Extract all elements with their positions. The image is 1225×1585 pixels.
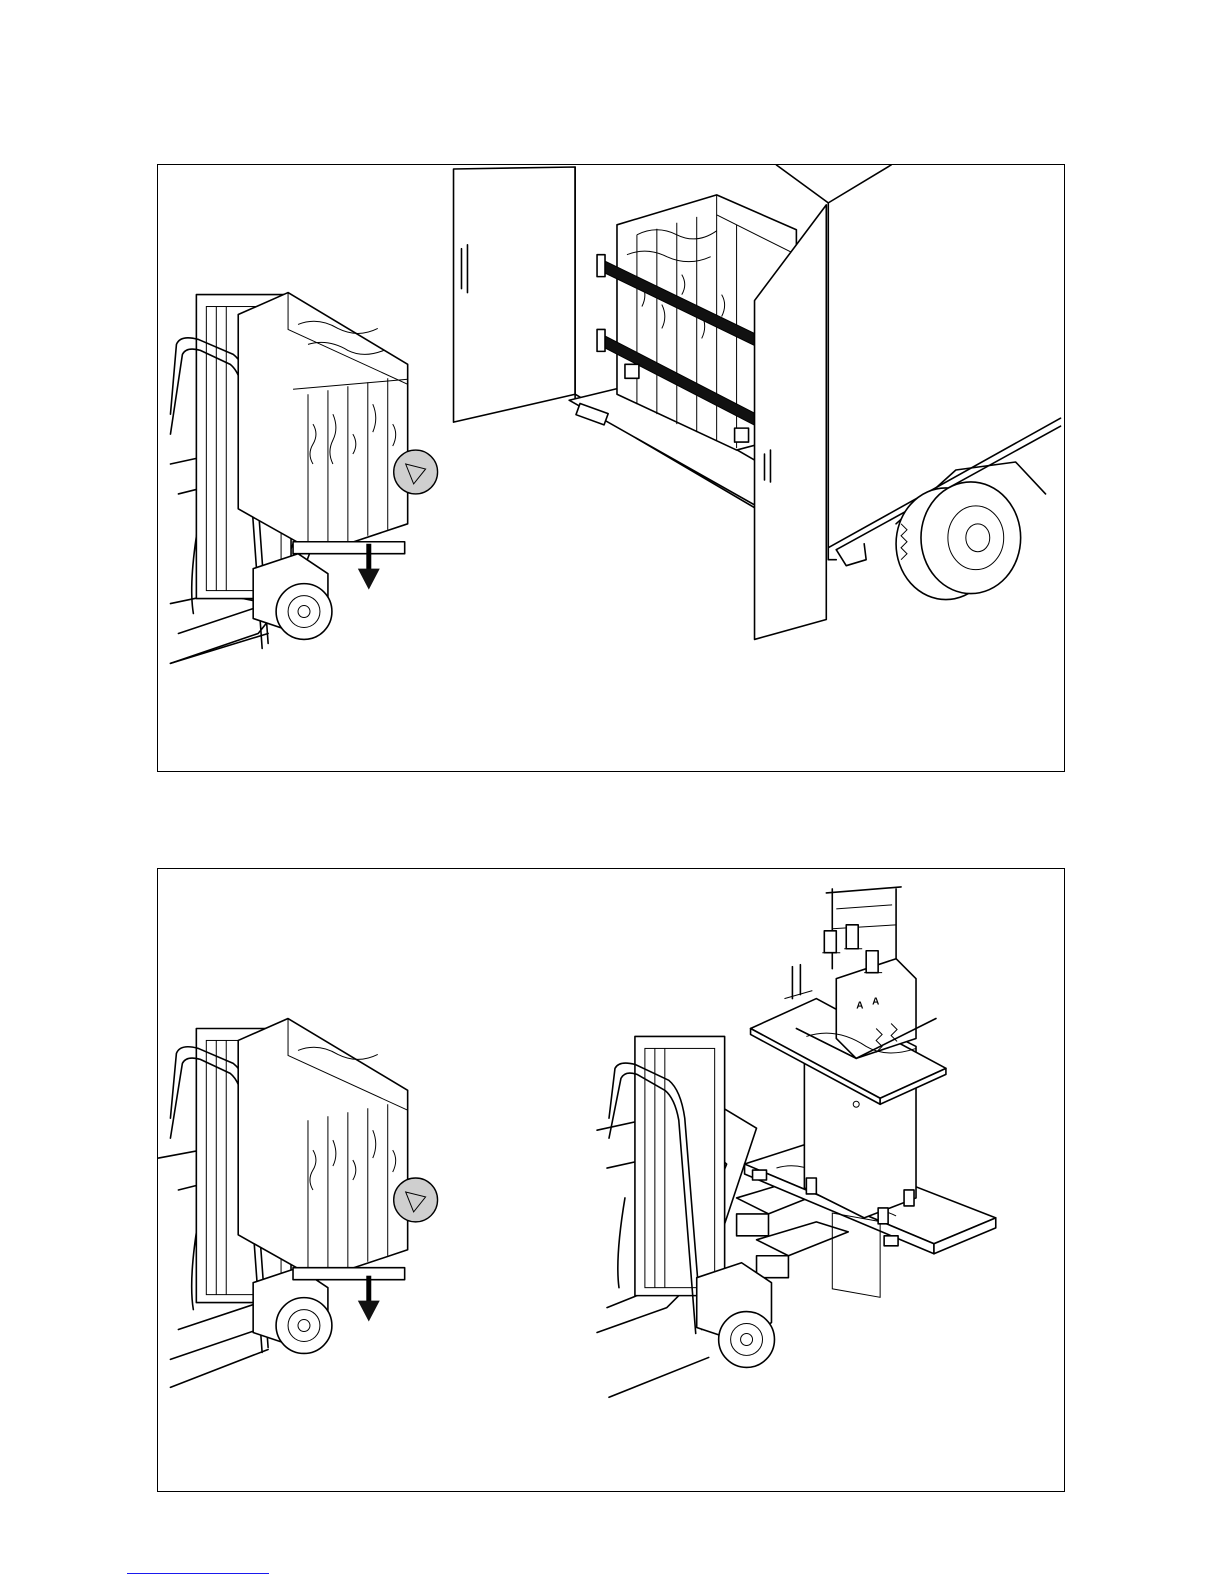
footer-link-underline (127, 1573, 269, 1574)
illustration-panel-unloading-machine: A A (157, 868, 1065, 1492)
machine-mark-right: A (872, 997, 879, 1008)
wooden-crate-icon (238, 1019, 437, 1280)
illustration-panel-loading-truck (157, 164, 1065, 772)
wooden-crate-icon (238, 293, 437, 554)
machine-mark-left: A (856, 1001, 863, 1012)
truck-loading-illustration (158, 165, 1064, 771)
down-arrow-icon (358, 1276, 380, 1322)
truck-cargo-icon (454, 165, 1061, 639)
machine-unloading-illustration: A A (158, 869, 1064, 1491)
